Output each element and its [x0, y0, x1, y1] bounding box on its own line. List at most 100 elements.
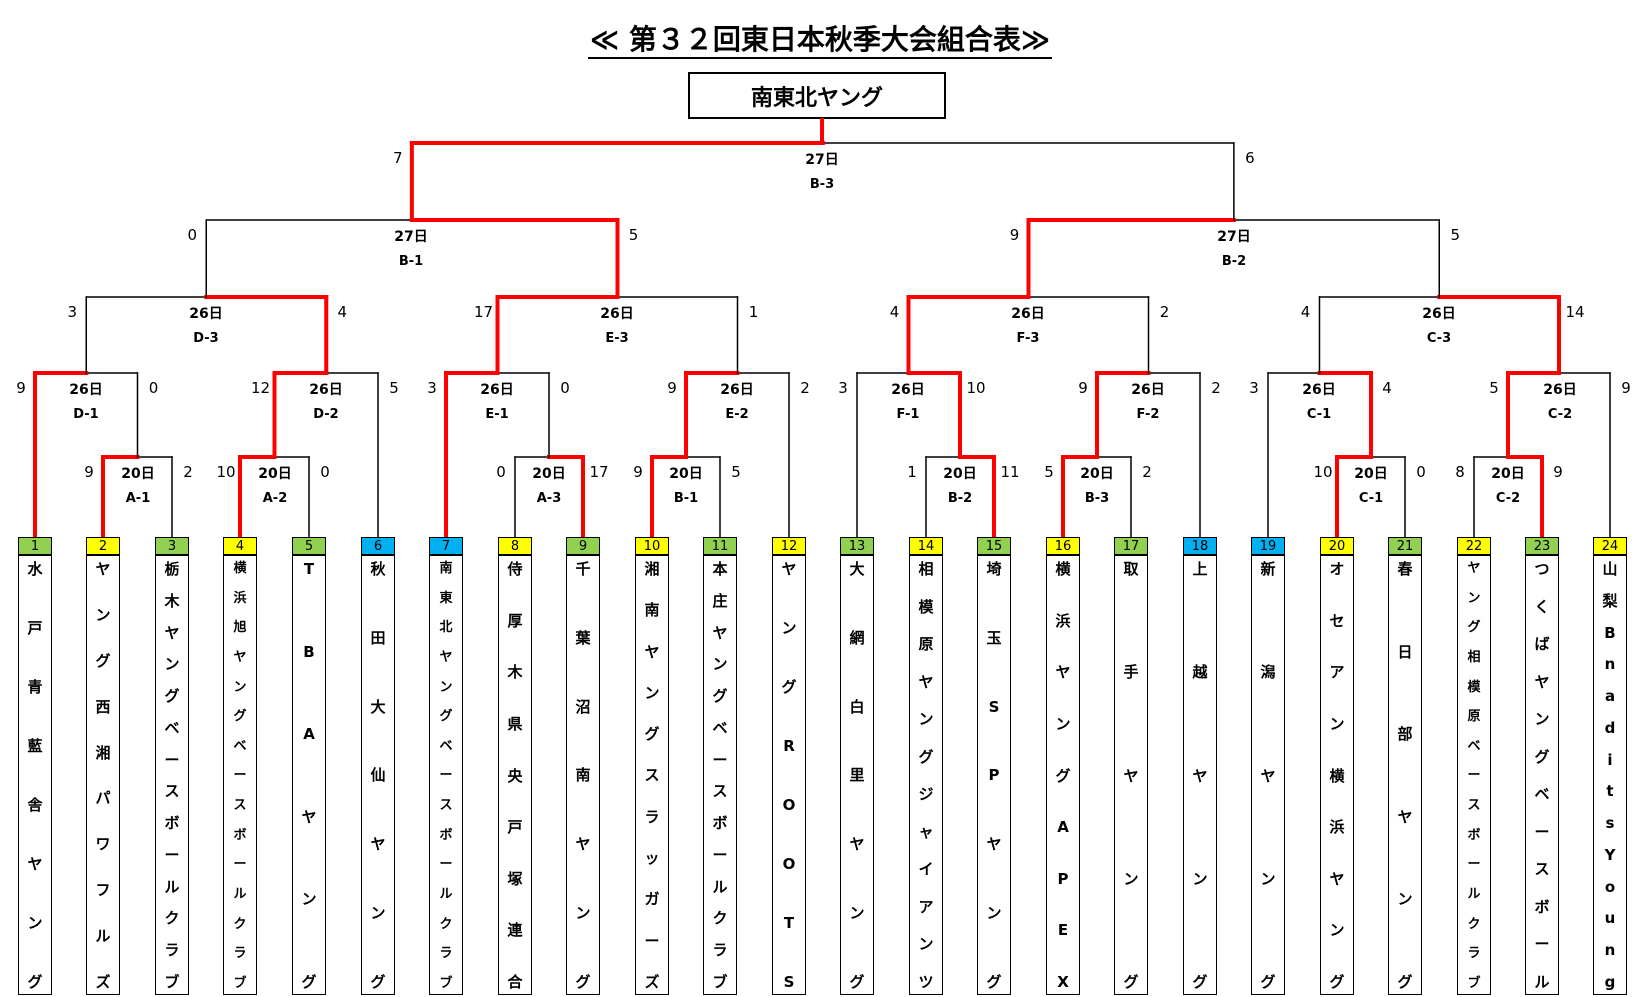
team-name-char: ク — [1467, 916, 1481, 932]
team-name-char: S — [988, 697, 1000, 716]
score-left: 9 — [84, 463, 94, 481]
team-name-char: 梨 — [1602, 591, 1618, 610]
score-right: 5 — [731, 463, 741, 481]
team-number: 21 — [1388, 537, 1422, 555]
team-name-char: ー — [1534, 935, 1550, 954]
team-name-box: 取手ヤング — [1114, 555, 1148, 995]
team-name-char: イ — [918, 860, 934, 879]
score-left: 10 — [216, 463, 236, 481]
score-right: 2 — [800, 379, 810, 397]
team-name-char: つ — [1534, 560, 1550, 578]
team-name-char: ボ — [1534, 897, 1550, 916]
team-name-char: ン — [233, 679, 247, 695]
team-name-box: 新潟ヤング — [1251, 555, 1285, 995]
match-code: C-2 — [1495, 491, 1521, 506]
team-name-char: ア — [1329, 663, 1345, 682]
team-name-char: ン — [1055, 714, 1071, 733]
match-code: F-2 — [1136, 407, 1160, 422]
team-name-char: グ — [1467, 620, 1481, 636]
team-name-char: ル — [712, 877, 728, 896]
team-name-char: グ — [1329, 973, 1345, 991]
match-code: F-1 — [896, 407, 920, 422]
team-name-char: ベ — [439, 738, 453, 754]
team-name: ヤング相模原ベースボールクラブ — [1458, 562, 1490, 990]
team-name-char: く — [1534, 597, 1550, 616]
team-name-char: グ — [1534, 747, 1550, 766]
team-name-char: A — [303, 725, 315, 744]
team-name: 横浜旭ヤングベースボールクラブ — [224, 562, 256, 990]
team-name-char: ッ — [644, 849, 660, 868]
team-name-char: 手 — [1123, 663, 1139, 682]
team-name-char: ン — [1534, 710, 1550, 729]
match-date: 27日 — [1217, 229, 1251, 245]
team-name-char: ボ — [164, 814, 180, 833]
team-name-char: 仙 — [370, 766, 386, 785]
team-name-char: グ — [370, 972, 386, 991]
team-name: 栃木ヤングベースボールクラブ — [156, 562, 188, 990]
team-name-char: ラ — [1467, 946, 1481, 962]
team-name-char: i — [1607, 750, 1613, 769]
team-name-char: 湘 — [95, 743, 111, 762]
match-date: 20日 — [121, 466, 155, 482]
team-name-box: 本庄ヤングベースボールクラブ — [703, 555, 737, 995]
match-code: D-2 — [313, 407, 339, 422]
team-number: 17 — [1114, 537, 1148, 555]
score-left: 0 — [187, 226, 198, 244]
team-name-char: 模 — [1467, 679, 1481, 695]
match-code: B-3 — [809, 177, 835, 192]
team-name-char: ラ — [164, 941, 180, 960]
team-name-char: ク — [233, 916, 247, 932]
team-name-char: 上 — [1192, 560, 1208, 578]
team-name-box: 水戸青藍舎ヤング — [18, 555, 52, 995]
match-code: E-3 — [605, 331, 629, 346]
team-name-char: ン — [1329, 921, 1345, 940]
score-right: 5 — [1450, 226, 1461, 244]
team-name-char: ヤ — [1329, 869, 1345, 888]
team-number: 20 — [1320, 537, 1354, 555]
match-code: B-2 — [947, 491, 973, 506]
team-name-char: 合 — [507, 973, 523, 991]
score-right: 2 — [1159, 303, 1170, 321]
team-name-char: ー — [439, 768, 453, 784]
team-name: 取手ヤング — [1115, 562, 1147, 990]
match-date: 20日 — [1491, 466, 1525, 482]
team-name-char: ー — [712, 845, 728, 864]
team-name-char: ヤ — [1192, 766, 1208, 785]
team-name-char: ン — [575, 904, 591, 923]
team-name-char: 木 — [164, 591, 180, 610]
team-number: 6 — [361, 537, 395, 555]
team-name-char: グ — [849, 972, 865, 991]
team-name-char: ア — [918, 897, 934, 916]
team-name-box: 上越ヤング — [1183, 555, 1217, 995]
team-name-char: ズ — [644, 972, 660, 991]
team-name: ヤング西湘パワフルズ — [87, 562, 119, 990]
team-name-char: ワ — [95, 835, 111, 854]
champion-name: 南東北ヤング — [750, 85, 883, 111]
match-code: D-3 — [193, 331, 219, 346]
team-name-char: グ — [27, 973, 43, 991]
team-name-char: 田 — [370, 628, 386, 647]
match-code: C-1 — [1358, 491, 1384, 506]
team-name-char: X — [1057, 973, 1069, 991]
team-name-char: グ — [301, 972, 317, 991]
team-number: 10 — [635, 537, 669, 555]
team-name-char: 横 — [233, 561, 247, 576]
match-date: 26日 — [1302, 382, 1336, 398]
team-name-char: ー — [164, 750, 180, 769]
team-name-char: 湘 — [644, 560, 660, 578]
team-name-char: ス — [1467, 798, 1481, 814]
team-name-char: ク — [439, 916, 453, 932]
team-name-char: セ — [1329, 611, 1345, 630]
team-name-char: 取 — [1123, 560, 1139, 578]
team-name-char: ベ — [164, 718, 180, 737]
team-name: 水戸青藍舎ヤング — [19, 562, 51, 990]
team-name-char: グ — [918, 747, 934, 766]
match-code: E-2 — [725, 407, 749, 422]
team-name-char: 浜 — [1329, 818, 1345, 837]
score-right: 9 — [1621, 379, 1631, 397]
team-name-box: 秋田大仙ヤング — [361, 555, 395, 995]
team-name-char: 塚 — [507, 869, 523, 888]
team-number: 12 — [772, 537, 806, 555]
team-name-char: ル — [233, 887, 247, 903]
team-name-char: 網 — [849, 628, 865, 647]
